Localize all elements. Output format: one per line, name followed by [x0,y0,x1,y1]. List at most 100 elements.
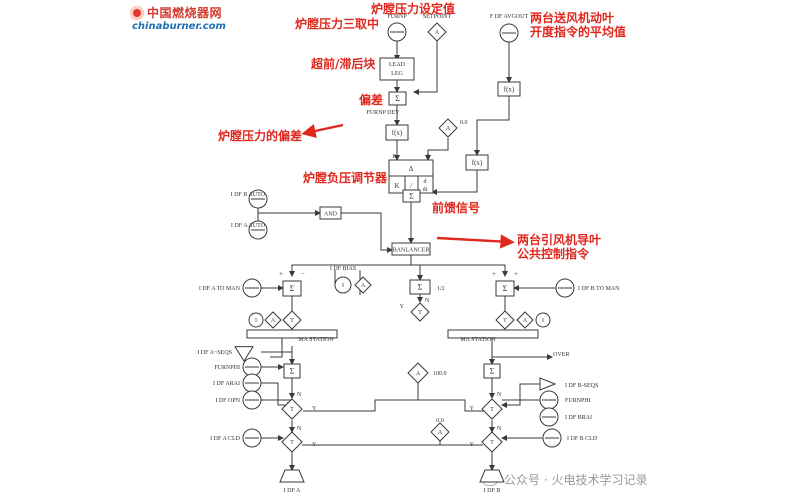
b-plus: + [492,270,496,278]
idf-b-seqs-tri [539,377,557,391]
dev-fx [385,124,409,141]
a00-to-pid [425,138,449,161]
idf-a-output [279,469,305,483]
annotation-avg-fd: 两台送风机动叶开度指令的平均值 [530,10,626,39]
annotation-feedforward: 前馈信号 [432,200,480,215]
annotation-regulator: 炉膛负压调节器 [303,170,388,185]
a-t-upper [281,398,303,420]
fd-avgout-label: F DF AVGOUT [490,14,529,20]
a-t-lower-label: T [290,440,294,446]
fx2-to-ff-sum [431,170,478,195]
dev-fx-label: f(x) [392,129,403,137]
over-label: OVER [553,352,569,358]
a-lower-sum-label: Σ [290,367,295,376]
b100-crosslink [418,399,485,412]
a-t-upper-y: Y [312,406,317,412]
pid-limit-diamond [438,118,458,138]
pid-p: P [392,154,396,160]
ma-a-i-circle [248,312,264,328]
pid-delta: Δ [409,165,414,173]
ff-fx-label: f(x) [472,159,483,167]
a100-diamond [407,362,429,384]
idf-b-label: I DF B [484,488,501,494]
a-plus: + [279,270,283,278]
pid-s: S [426,154,429,160]
pid-d: d [424,179,427,185]
idf-b-to-man-label: I DF B TO MAN [578,286,620,292]
site-logo-icon [130,6,144,20]
bias-i: I [342,283,344,289]
annotation-leadlag: 超前/滞后块 [310,56,376,71]
half-label: 1/2 [437,286,445,292]
idf-a-seqs-tri [234,346,254,362]
ma-a-diamond [264,311,282,329]
val-00-upper: 0.0 [460,120,468,126]
idf-opn-label: I DF OPN [215,398,240,404]
pid-k: K [394,182,399,190]
watermark-site-en: chinaburner.com [132,21,226,32]
bias-y: Y [400,304,405,310]
a100-crosslink [303,382,419,412]
deviation-sum-label: Σ [395,94,400,103]
pid-dt: dt [423,187,428,193]
idf-bias-label: I DF BIAS [330,266,356,272]
bias-t: T [418,310,422,316]
fd-avg-fx-label: f(x) [504,86,515,94]
ff-fx [465,154,489,171]
idf-arai-label: I DF ARAI [213,381,240,387]
a00-lower-a: A [438,430,443,436]
ma-a-t-diamond [282,310,302,330]
bauto-to-and [257,199,321,216]
a-minus: − [301,270,305,278]
bias-n: N [425,298,430,304]
idf-b-seqs-label: I DF B-SEQS [565,383,598,389]
b-t-upper [481,398,503,420]
balancer-block-label: BANLANCER [393,248,430,254]
and-gate [319,206,342,220]
annotation-arrow-dev [301,123,344,139]
b-t-lower-n: N [497,426,502,432]
a-sum-label: Σ [290,284,295,293]
mstb-out [491,338,553,360]
b-plus2: + [514,270,518,278]
idf-a-label: I DF A [284,488,301,494]
ma-b-t: T [503,318,507,324]
furnphi-a-label: FURNPHI [214,365,240,371]
ff-sum-label: Σ [409,192,414,201]
brai [501,383,540,408]
annotation-setpoint: 炉膛压力设定值 [371,1,455,16]
b-t-upper-y: Y [470,406,475,412]
a00-lower-diamond [430,422,450,442]
bias-i-circle [334,276,352,294]
fdfx-to-fx2 [474,96,510,156]
a-t-upper-label: T [290,407,294,413]
annotation-furn-dev: 炉膛压力的偏差 [218,128,302,143]
ff-sum [402,189,421,203]
ma-station-b-label: MA STATION [460,337,496,343]
setpoint-label: SETPOINT [423,14,452,20]
idf-a-to-man-label: I DF A TO MAN [199,286,241,292]
lead-label: LEAD [389,62,406,68]
ma-a-t: T [290,318,294,324]
setpoint-a: A [435,30,440,36]
ma-b-i-circle [535,312,551,328]
ma-b-t-diamond [495,310,515,330]
ma-b-a: A [523,318,528,324]
b-t-upper-label: T [490,407,494,413]
idf-b-output [479,469,505,483]
half-sum [409,279,431,295]
annotation-arrow-common [436,234,515,249]
pid-limit-a: A [446,126,451,132]
ma-a-i: I [255,318,257,324]
annotation-common-cmd: 两台引风机导叶公共控制指令 [517,232,601,261]
b-lower-sum-label: Σ [490,367,495,376]
a-lower-sum [283,363,301,379]
pid-slash: / [410,182,412,190]
b-t-lower-y: Y [470,442,475,448]
half-sum-label: Σ [418,283,423,292]
balancer-block [391,242,431,256]
setpoint-to-sum [413,41,438,95]
a100-a: A [416,371,421,377]
furnp-dev-label: FURNP DEV [367,110,401,116]
